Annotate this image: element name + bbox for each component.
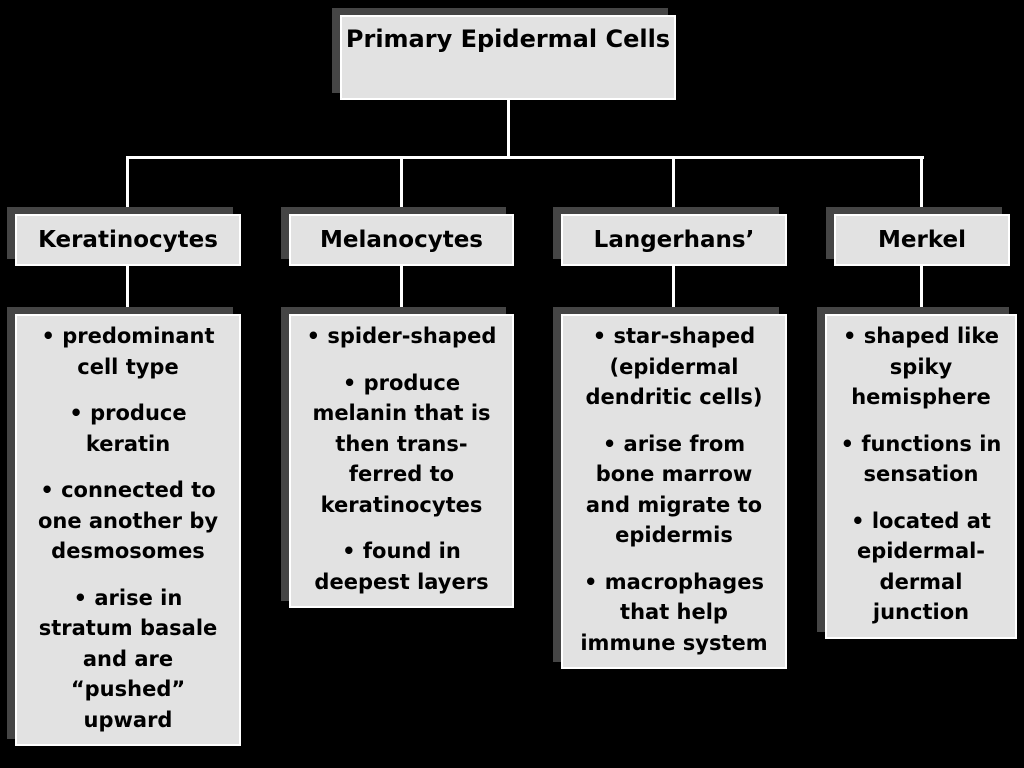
diagram-title: Primary Epidermal Cells <box>345 25 671 53</box>
connector-horizontal-bar <box>126 156 924 159</box>
melanocytes-point: • found in deepest layers <box>314 539 489 594</box>
connector-merkel-detail <box>920 264 923 316</box>
connector-to-merkel <box>920 156 923 216</box>
connector-title-down <box>507 98 510 158</box>
connector-to-langerhans <box>672 156 675 216</box>
connector-langerhans-detail <box>672 264 675 316</box>
title-box: Primary Epidermal Cells <box>340 15 676 100</box>
melanocytes-label: Melanocytes <box>320 227 483 253</box>
melanocytes-header: Melanocytes <box>289 214 514 266</box>
langerhans-point: • macrophages that help immune system <box>580 569 768 655</box>
merkel-label: Merkel <box>878 227 966 253</box>
keratinocytes-header: Keratinocytes <box>15 214 241 266</box>
connector-melanocytes-detail <box>400 264 403 316</box>
langerhans-details: • star-shaped (epidermal dendritic cells… <box>561 314 787 669</box>
melanocytes-point: • produce melanin that is then trans-fer… <box>312 370 491 517</box>
keratinocytes-details: • predominant cell type • produce kerati… <box>15 314 241 746</box>
langerhans-header: Langerhans’ <box>561 214 787 266</box>
merkel-details: • shaped like spiky hemisphere • functio… <box>825 314 1017 639</box>
merkel-point: • functions in sensation <box>840 431 1002 487</box>
keratinocytes-point: • predominant cell type <box>41 324 215 379</box>
merkel-header: Merkel <box>834 214 1010 266</box>
melanocytes-details: • spider-shaped • produce melanin that i… <box>289 314 514 608</box>
melanocytes-point: • spider-shaped <box>306 324 497 348</box>
keratinocytes-point: • produce keratin <box>69 401 187 456</box>
connector-to-melanocytes <box>400 156 403 216</box>
merkel-point: • shaped like spiky hemisphere <box>842 324 999 409</box>
keratinocytes-label: Keratinocytes <box>38 227 218 253</box>
langerhans-label: Langerhans’ <box>593 227 755 253</box>
connector-to-keratinocytes <box>126 156 129 216</box>
langerhans-point: • star-shaped (epidermal dendritic cells… <box>585 324 763 409</box>
merkel-point: • located at epidermal-dermal junction <box>851 508 991 625</box>
keratinocytes-point: • arise in stratum basale and are “pushe… <box>38 585 218 732</box>
langerhans-point: • arise from bone marrow and migrate to … <box>585 431 763 548</box>
connector-keratinocytes-detail <box>126 264 129 316</box>
keratinocytes-point: • connected to one another by desmosomes <box>37 478 219 563</box>
